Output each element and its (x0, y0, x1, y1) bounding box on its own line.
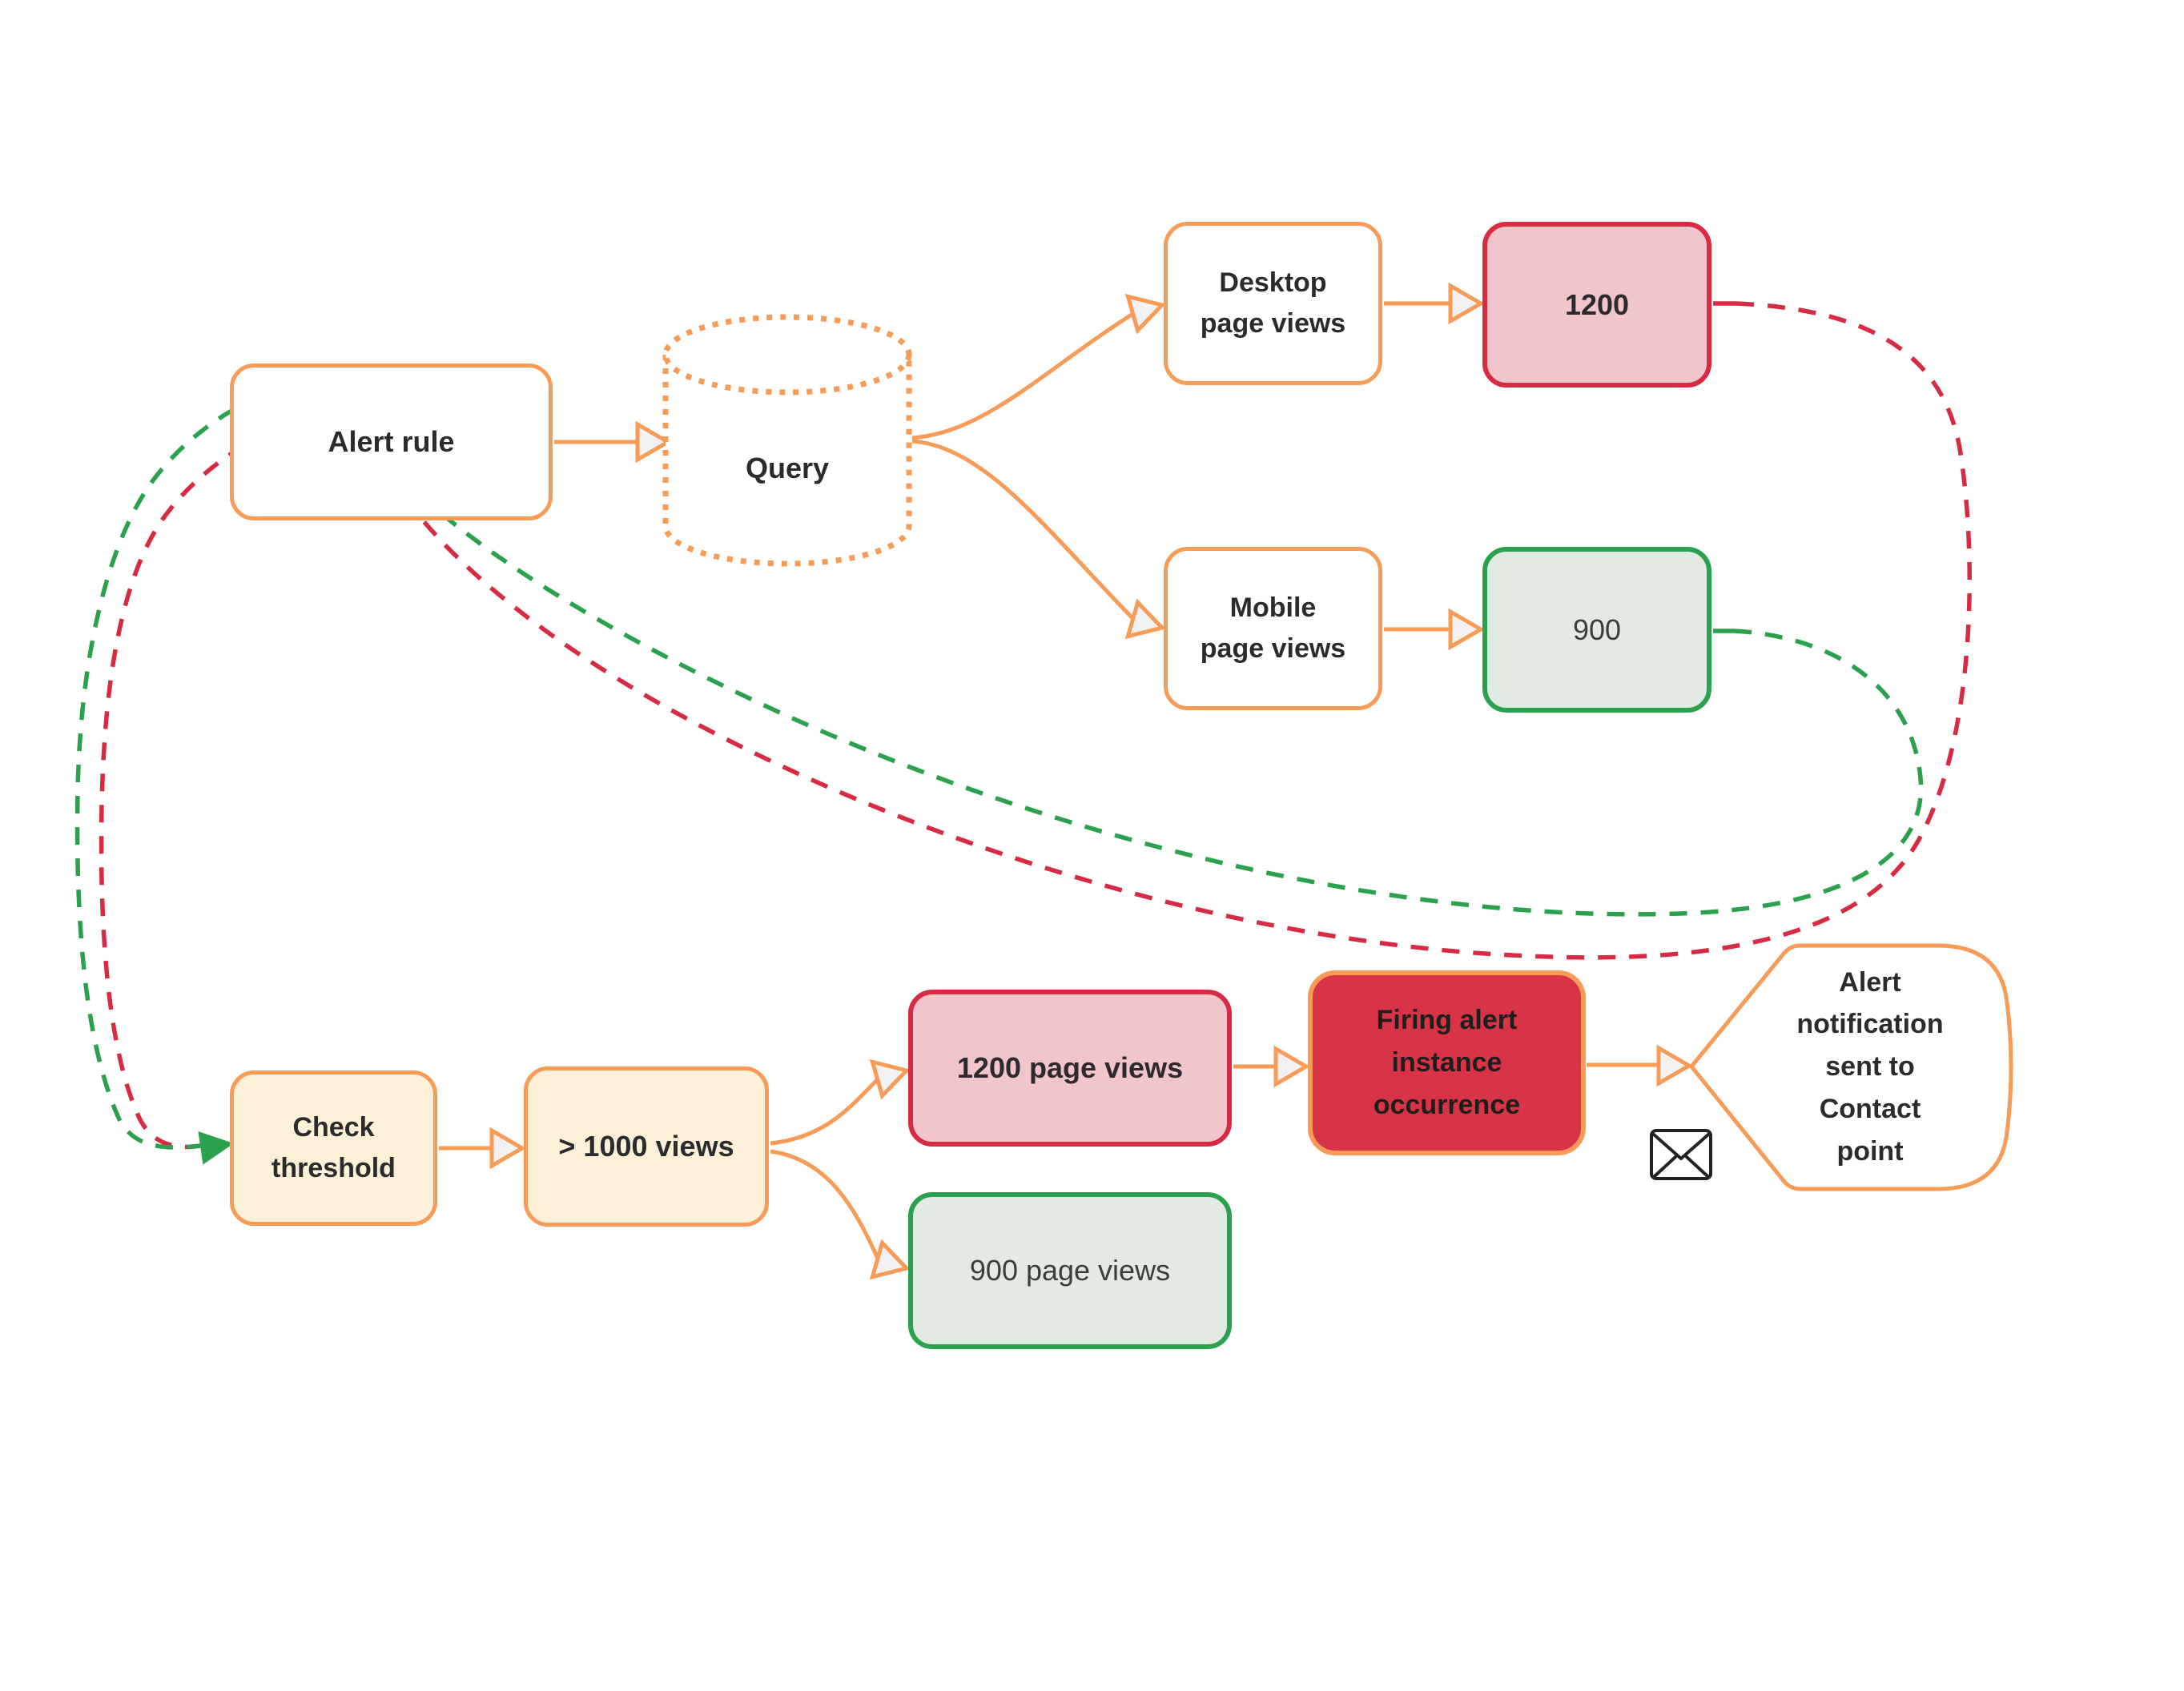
edge-condition-1200views (770, 1077, 880, 1146)
arrowhead-desktop (1124, 293, 1166, 335)
green-arrowhead (198, 1131, 234, 1165)
node-desktop-value: 1200 (1482, 222, 1711, 388)
node-alert-rule: Alert rule (230, 364, 553, 520)
dashed-red-curve-1200-to-check-threshold (99, 301, 1972, 1150)
arrowhead-900 (1448, 608, 1485, 651)
arrowhead-query (635, 420, 672, 464)
notification-label: Alert notification sent to Contact point (1796, 966, 1944, 1167)
desktop-page-views-label: Desktop page views (1200, 267, 1346, 339)
node-desktop-page-views: Desktop page views (1164, 222, 1382, 385)
node-check-threshold: Check threshold (230, 1070, 437, 1226)
node-mobile-page-views: Mobile page views (1164, 547, 1382, 710)
query-cylinder-top (662, 314, 912, 396)
firing-alert-label: Firing alert instance occurrence (1373, 1005, 1521, 1120)
arrowhead-1200 (1448, 282, 1485, 325)
arrowhead-900views (869, 1239, 911, 1280)
query-label: Query (745, 452, 830, 484)
check-threshold-label: Check threshold (271, 1112, 396, 1183)
envelope-folds (1653, 1155, 1709, 1178)
desktop-value-label: 1200 (1564, 287, 1630, 321)
edge-condition-900views (770, 1149, 881, 1262)
arrowhead-firing (1273, 1045, 1310, 1088)
node-threshold-condition: > 1000 views (524, 1066, 769, 1227)
dashed-green-curve-900-to-check-threshold (74, 368, 1924, 1150)
envelope-icon (1650, 1129, 1712, 1180)
alert-rule-label: Alert rule (328, 425, 455, 458)
mobile-result-label: 900 page views (969, 1254, 1171, 1287)
arrowhead-notification (1656, 1044, 1693, 1087)
node-notification: Alert notification sent to Contact point (1762, 957, 1978, 1177)
node-firing-alert: Firing alert instance occurrence (1308, 970, 1586, 1155)
edge-query-mobile (911, 439, 1136, 621)
desktop-result-label: 1200 page views (956, 1051, 1184, 1084)
mobile-value-label: 900 (1572, 613, 1622, 646)
node-mobile-value: 900 (1482, 547, 1711, 713)
notification-shape (1689, 943, 2013, 1191)
mobile-page-views-label: Mobile page views (1200, 592, 1346, 664)
query-cylinder (662, 314, 912, 567)
node-query-label: Query (707, 446, 867, 491)
threshold-condition-label: > 1000 views (558, 1130, 734, 1163)
node-mobile-result: 900 page views (908, 1192, 1232, 1349)
query-cylinder-body (662, 355, 912, 567)
edge-query-desktop (911, 311, 1136, 440)
arrowhead-1200views (869, 1058, 911, 1100)
envelope-flap (1652, 1133, 1710, 1160)
arrowhead-condition (489, 1127, 526, 1170)
arrowhead-mobile (1124, 598, 1166, 640)
node-desktop-result: 1200 page views (908, 990, 1232, 1147)
